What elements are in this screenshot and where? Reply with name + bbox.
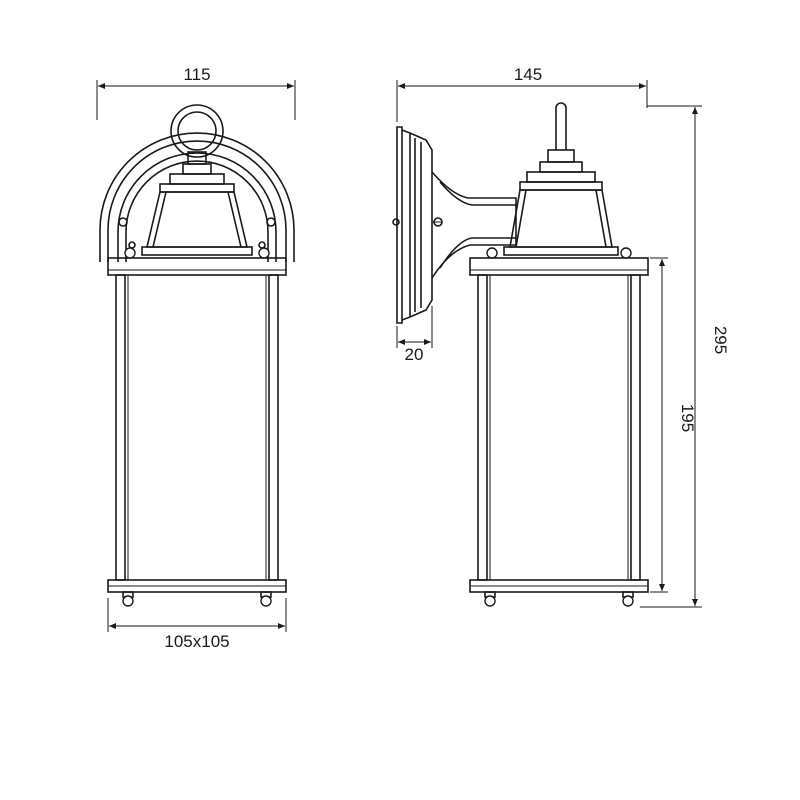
side-top-frame xyxy=(469,247,649,276)
dim-glass-height: 195 xyxy=(650,257,697,593)
dim-backplate-thickness: 20 xyxy=(396,306,433,364)
dim-backplate-thickness-label: 20 xyxy=(405,345,424,364)
dim-base-size: 105x105 xyxy=(107,598,287,651)
side-view: 145 20 195 295 xyxy=(392,65,730,608)
front-backplate-ring xyxy=(99,132,295,262)
front-view: 115 105x105 xyxy=(96,65,296,651)
side-cap xyxy=(503,102,619,256)
front-bottom-frame xyxy=(107,579,287,607)
dim-total-height: 295 xyxy=(640,105,730,608)
dim-glass-height-label: 195 xyxy=(678,404,697,432)
front-top-frame xyxy=(107,247,287,276)
side-glass-body xyxy=(477,274,641,581)
dim-total-height-label: 295 xyxy=(711,326,730,354)
dim-front-width: 115 xyxy=(96,65,296,120)
dim-base-size-label: 105x105 xyxy=(164,632,229,651)
dim-side-depth-label: 145 xyxy=(514,65,542,84)
side-backplate xyxy=(392,126,433,324)
side-bottom-frame xyxy=(469,579,649,607)
front-cap xyxy=(141,163,253,256)
dim-side-depth: 145 xyxy=(396,65,648,122)
side-arm xyxy=(431,171,517,279)
front-glass-body xyxy=(115,274,279,581)
dim-front-width-label: 115 xyxy=(183,65,210,84)
